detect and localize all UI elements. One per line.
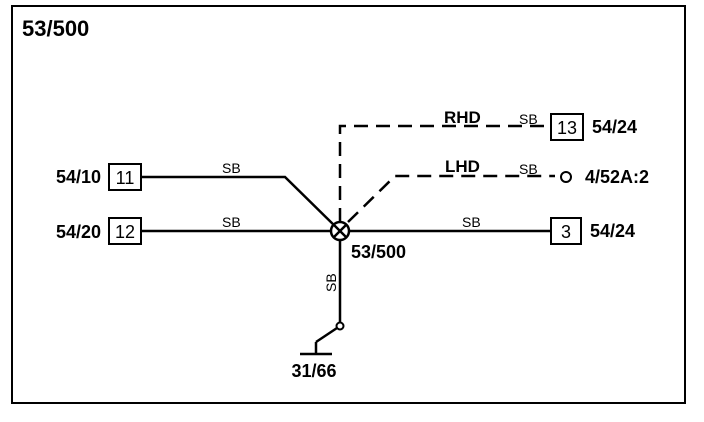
connector-ref-11: 54/10 [56,167,101,187]
connector-pin-12: 12 [115,222,135,242]
connector-box-11 [108,163,142,191]
wire-color-label: SB [323,273,339,292]
connector-pin-13: 13 [557,118,577,138]
connector-box-12 [108,217,142,245]
diagram-frame [11,5,686,404]
wire-lhd-dashed [347,174,555,223]
connector-box-3 [550,217,582,245]
splice-icon [329,220,351,242]
terminal-circle [560,171,572,183]
connector-pin-11: 11 [116,168,135,188]
ground-switch-icon [300,321,345,356]
connector-ref-3: 54/24 [590,221,635,241]
connector-ref-13: 54/24 [592,117,637,137]
variant-lhd-label: LHD [445,157,480,176]
wire-11-to-splice [142,175,341,232]
wire-color-label: SB [519,111,538,127]
wire-color-label: SB [222,160,241,176]
splice-label: 53/500 [351,242,406,262]
connector-pin-3: 3 [561,222,571,242]
wire-color-label: SB [519,161,538,177]
connector-box-13 [550,113,584,141]
terminal-ref: 4/52A:2 [585,167,649,187]
wire-color-label: SB [222,214,241,230]
connector-ref-12: 54/20 [56,222,101,242]
ground-label: 31/66 [291,361,336,381]
variant-rhd-label: RHD [444,108,481,127]
wire-color-label: SB [462,214,481,230]
wire-rhd-dashed [338,124,551,222]
diagram-title: 53/500 [22,16,89,41]
